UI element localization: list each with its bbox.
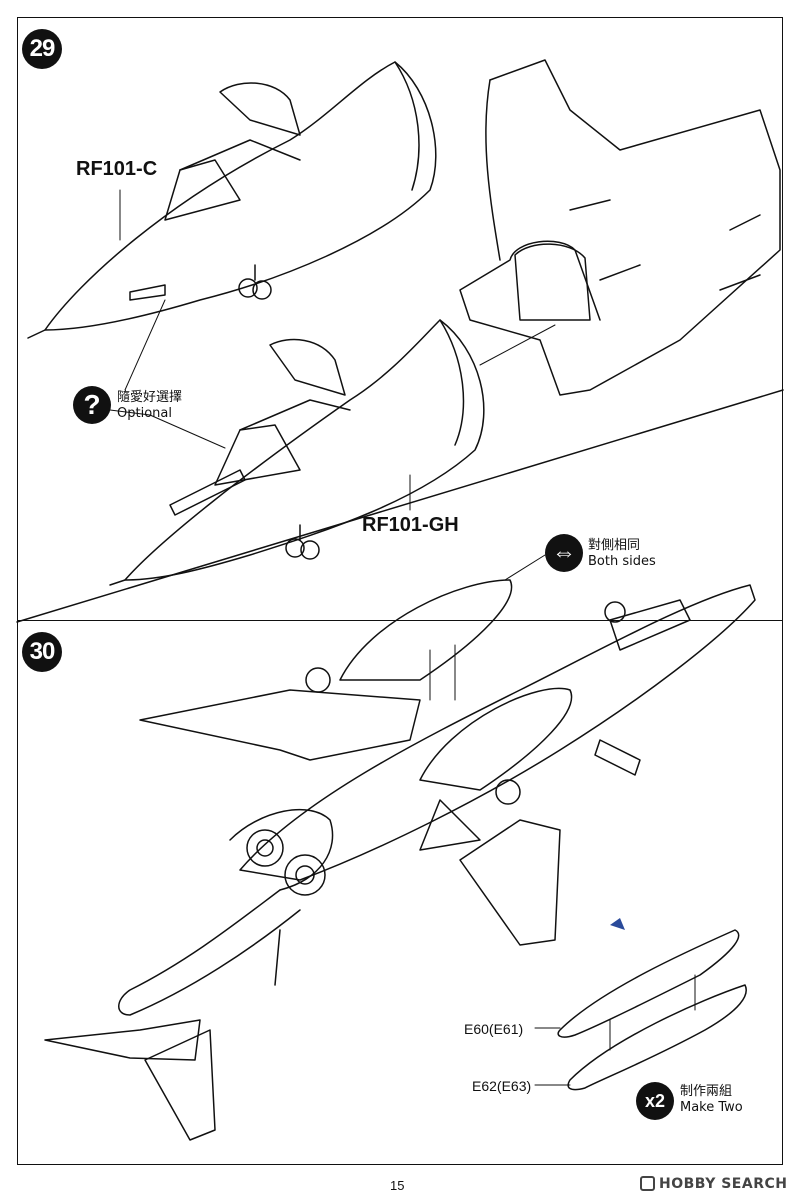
watermark-text: HOBBY SEARCH (659, 1176, 788, 1192)
both-sides-en: Both sides (588, 554, 656, 569)
both-sides-cn: 對側相同 (588, 538, 641, 553)
both-sides-note: 對側相同 Both sides (588, 538, 656, 570)
nose-section-c (27, 61, 437, 339)
variant-label-rf101gh: RF101-GH (362, 514, 459, 536)
part-label-lower: E62(E63) (472, 1078, 532, 1094)
step-29-number: 29 (22, 29, 62, 69)
page-number: 15 (390, 1178, 405, 1193)
aircraft-underside (44, 579, 756, 1141)
make-two-cn: 制作兩組 (680, 1084, 733, 1099)
make-two-en: Make Two (680, 1100, 743, 1115)
step29-diagonal-divider (16, 389, 784, 623)
variant-label-rf101c: RF101-C (76, 158, 158, 180)
watermark-logo-icon (640, 1176, 655, 1191)
make-two-badge: x2 (636, 1082, 674, 1120)
make-two-count: x2 (644, 1091, 666, 1111)
watermark: HOBBY SEARCH (640, 1176, 787, 1192)
optional-cn: 隨愛好選擇 (117, 390, 183, 405)
question-icon: ? (73, 386, 111, 424)
optional-en: Optional (117, 406, 172, 421)
direction-arrow (610, 918, 625, 930)
double-arrow-icon: ⇔ (545, 534, 583, 572)
page-frame (17, 17, 783, 1165)
fuselage-section (459, 59, 781, 396)
step-30-number: 30 (22, 632, 62, 672)
optional-note: 隨愛好選擇 Optional (117, 390, 182, 422)
make-two-note: 制作兩組 Make Two (680, 1084, 743, 1116)
fuel-tank-parts (534, 929, 747, 1091)
nose-section-gh (109, 319, 485, 586)
part-label-upper: E60(E61) (464, 1021, 524, 1037)
step-divider (17, 620, 783, 621)
